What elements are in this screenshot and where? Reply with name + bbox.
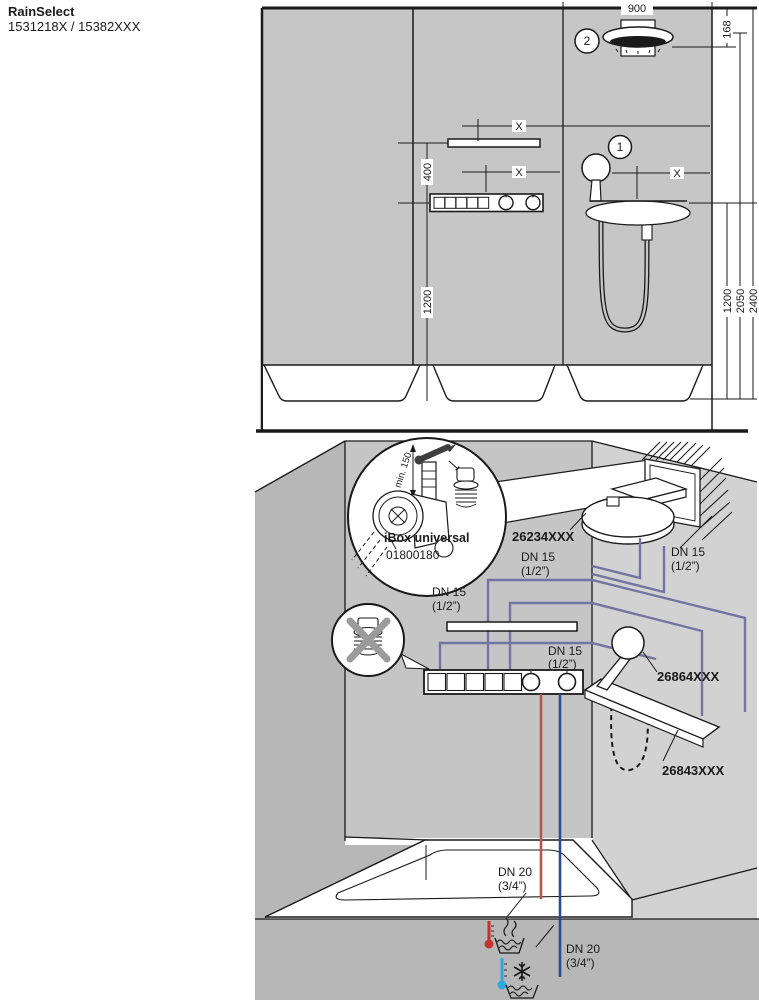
- select-buttons: [433, 196, 490, 209]
- leader-26843: [662, 729, 679, 762]
- hand-shower-head: [611, 626, 645, 660]
- steam-lines: [503, 917, 517, 938]
- part-overhead-shower: 26234XXX: [512, 529, 574, 544]
- dn15-label-3b: (1/2”): [671, 559, 700, 573]
- tub-body: [263, 366, 711, 429]
- wall-hatching: [641, 441, 733, 549]
- sealing-plug: [453, 467, 479, 508]
- hand-shower-set: [581, 153, 691, 333]
- ibox-title: iBox universal: [384, 531, 469, 545]
- dn20-hot-label-b: (3/4”): [498, 879, 527, 893]
- projection-lines: [351, 531, 388, 577]
- dn15-label-4b: (1/2”): [548, 657, 577, 671]
- product-title: RainSelect: [8, 4, 75, 19]
- tub-basin-3: [566, 364, 704, 402]
- thermostat-trim-perspective: [423, 669, 584, 695]
- select-buttons: [427, 672, 523, 692]
- hand-shower-perspective: [583, 626, 721, 772]
- tub-basin-2: [432, 364, 556, 402]
- overhead-shower-perspective: [581, 458, 701, 545]
- tub-basin: [335, 849, 600, 901]
- spray-face: [610, 36, 666, 47]
- ibox-detail: min. 150: [347, 437, 507, 597]
- holder-dish: [585, 200, 691, 226]
- dim-400: 400: [422, 163, 434, 181]
- leader-26234: [569, 512, 587, 531]
- top-diagram: 2: [256, 2, 759, 433]
- thermostat-trim-front: [429, 193, 544, 213]
- glass-shelf-perspective: [446, 621, 578, 632]
- dim-2400: 2400: [748, 289, 759, 313]
- pipe-size-labels: DN 15 (1/2”) DN 15 (1/2”) DN 15 (1/2”) D…: [432, 545, 705, 970]
- hose-connector: [641, 223, 653, 241]
- dn15-label-1a: DN 15: [521, 550, 555, 564]
- dim-x-handshower: X: [673, 168, 681, 180]
- hose-dashed: [610, 696, 649, 772]
- temp-handle: [498, 194, 514, 211]
- left-wall: [255, 441, 425, 924]
- dn15-label-2b: (1/2”): [432, 599, 461, 613]
- service-tool-icon: [414, 443, 457, 465]
- pipe-shower-drop-1: [591, 538, 642, 580]
- dn20-cold-label-a: DN 20: [566, 942, 600, 956]
- callout-1-circle: [607, 134, 633, 160]
- tub-basin-1: [263, 364, 421, 402]
- callout-1-label: 1: [617, 140, 624, 154]
- pipe-stub: [421, 461, 437, 503]
- overhead-shower-front: [602, 19, 674, 57]
- volume-handle: [525, 194, 541, 211]
- pipe-run-1: [486, 578, 747, 712]
- right-wall: [592, 441, 757, 920]
- bottom-diagram: min. 150: [254, 437, 759, 1000]
- bathtub-section: [256, 364, 748, 433]
- cold-water-icon: [497, 958, 539, 999]
- glass-shelf: [447, 138, 541, 148]
- no-plug-detail: [331, 603, 430, 677]
- title-block: RainSelect 1531218X / 15382XXX: [8, 4, 140, 34]
- volume-handle: [557, 672, 577, 692]
- callout-2: 2: [574, 28, 600, 54]
- snowflake-icon: [513, 962, 531, 981]
- dim-168: 168: [722, 20, 734, 38]
- dn15-label-2a: DN 15: [432, 585, 466, 599]
- hot-water-icon: [484, 917, 525, 954]
- pipe-shower-drop-2: [591, 546, 666, 594]
- dim-x-shelf: X: [515, 121, 523, 133]
- dim-1200-left: 1200: [422, 290, 434, 314]
- dim-2050: 2050: [735, 289, 747, 313]
- no-plug-wedge: [400, 652, 430, 670]
- dim-1200-right: 1200: [722, 289, 734, 313]
- dn15-label-3a: DN 15: [671, 545, 705, 559]
- dim-x-thermostat: X: [515, 167, 523, 179]
- dn20-hot-label-a: DN 20: [498, 865, 532, 879]
- hand-shower-head: [581, 153, 611, 183]
- disc-nub: [606, 496, 620, 507]
- dim-900: 900: [628, 3, 646, 15]
- ibox-body: [372, 490, 454, 558]
- leader-cold: [535, 924, 555, 948]
- leader-26864: [642, 651, 658, 673]
- ibox-part-number: 01800180: [386, 548, 440, 562]
- hand-shower-handle: [589, 179, 602, 202]
- temp-handle: [521, 672, 541, 692]
- spray-nozzles: [615, 48, 661, 54]
- model-numbers: 1531218X / 15382XXX: [8, 19, 141, 34]
- part-hand-shower: 26864XXX: [657, 669, 719, 684]
- part-labels: 26234XXX 26864XXX 26843XXX: [512, 529, 724, 778]
- leader-hot: [506, 892, 527, 918]
- shower-bar-front: [584, 689, 704, 748]
- dn15-label-4a: DN 15: [548, 644, 582, 658]
- callout-1: 1: [607, 134, 633, 160]
- dn20-cold-label-b: (3/4”): [566, 956, 595, 970]
- dimensions: 900 168 X X X: [398, 2, 759, 401]
- shower-disc-top: [581, 496, 675, 538]
- dn15-label-1b: (1/2”): [521, 564, 550, 578]
- callout-2-circle: [574, 28, 600, 54]
- part-shower-bar: 26843XXX: [662, 763, 724, 778]
- cross-out-x-icon: [346, 617, 391, 663]
- callout-2-label: 2: [584, 34, 591, 48]
- shower-hose-inner: [599, 212, 649, 332]
